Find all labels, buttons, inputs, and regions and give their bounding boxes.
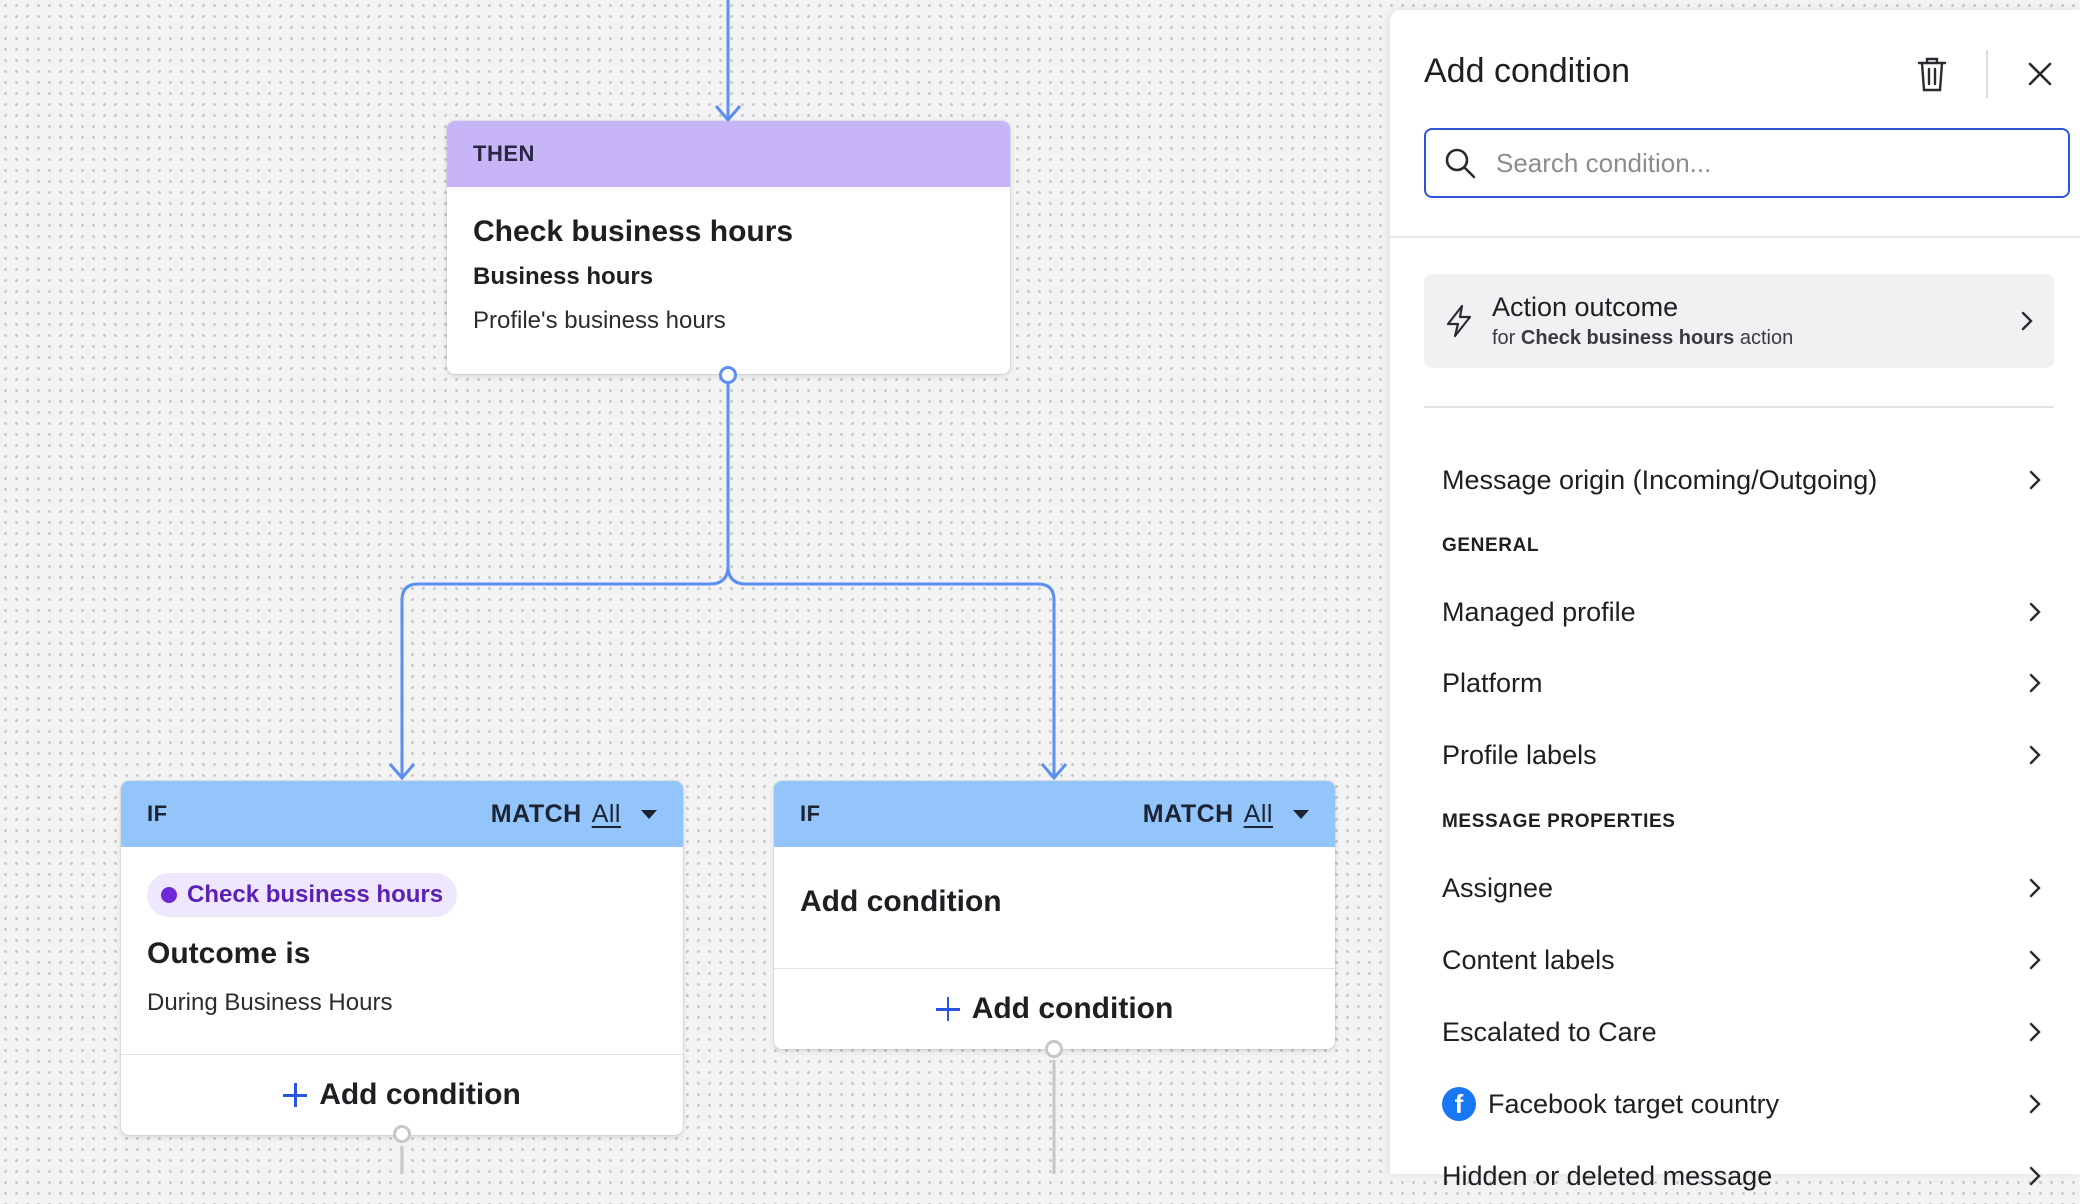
close-icon[interactable]: [2026, 60, 2054, 88]
action-pill: Check business hours: [147, 873, 458, 917]
add-condition-button-left[interactable]: Add condition: [121, 1054, 683, 1135]
caret-down-icon[interactable]: [1293, 809, 1309, 819]
condition-item-profile-labels[interactable]: Profile labels: [1442, 727, 2042, 783]
condition-item-assignee[interactable]: Assignee: [1442, 860, 2042, 916]
condition-item-escalated-to-care[interactable]: Escalated to Care: [1442, 1004, 2042, 1060]
add-condition-button-right[interactable]: Add condition: [774, 968, 1335, 1049]
condition-item-message-origin[interactable]: Message origin (Incoming/Outgoing): [1442, 452, 2042, 508]
match-selector[interactable]: MATCH All: [491, 800, 657, 829]
facebook-icon: f: [1442, 1087, 1476, 1121]
condition-item-platform[interactable]: Platform: [1442, 655, 2042, 711]
search-condition-field[interactable]: [1424, 128, 2070, 198]
if-label: IF: [147, 801, 168, 826]
then-node-output-port[interactable]: [719, 366, 737, 384]
condition-value: During Business Hours: [147, 989, 393, 1016]
action-outcome-subtitle: for Check business hours action: [1492, 327, 1794, 349]
match-value[interactable]: All: [591, 799, 621, 828]
condition-item-facebook-target-country[interactable]: f Facebook target country: [1442, 1076, 2042, 1132]
plus-icon: [935, 997, 960, 1021]
chevron-right-icon: [2029, 1094, 2041, 1114]
match-label: MATCH: [490, 799, 582, 828]
section-title-message-properties: MESSAGE PROPERTIES: [1442, 811, 1676, 832]
chevron-right-icon: [2029, 1166, 2041, 1186]
search-icon: [1445, 148, 1476, 179]
chevron-right-icon: [2029, 470, 2041, 490]
trash-icon[interactable]: [1917, 56, 1947, 92]
chevron-right-icon: [2029, 878, 2041, 898]
caret-down-icon[interactable]: [641, 809, 657, 819]
if-node-right-output-port[interactable]: [1045, 1040, 1063, 1058]
pill-label: Check business hours: [187, 881, 444, 908]
action-outcome-title: Action outcome: [1492, 292, 1679, 322]
chevron-right-icon: [2029, 1022, 2041, 1042]
header-divider: [1986, 50, 1988, 98]
then-node-value: Profile's business hours: [473, 307, 726, 334]
if-node-left[interactable]: IF MATCH All Check business hours Outcom…: [121, 781, 683, 1135]
add-condition-label: Add condition: [971, 992, 1174, 1025]
if-node-left-output-port[interactable]: [393, 1125, 411, 1143]
chevron-right-icon: [2029, 673, 2041, 693]
then-node-subtitle: Business hours: [473, 263, 654, 290]
add-condition-label: Add condition: [319, 1078, 521, 1111]
chevron-right-icon: [2029, 950, 2041, 970]
if-label: IF: [800, 801, 821, 826]
plus-icon: [283, 1083, 308, 1107]
match-selector[interactable]: MATCH All: [1143, 800, 1309, 829]
condition-title: Outcome is: [147, 937, 311, 970]
dot-icon: [161, 887, 177, 903]
if-node-right[interactable]: IF MATCH All Add condition Add condition: [774, 781, 1335, 1049]
chevron-right-icon: [2021, 311, 2033, 331]
chevron-right-icon: [2029, 745, 2041, 765]
section-title-general: GENERAL: [1442, 535, 1540, 556]
match-label: MATCH: [1142, 799, 1234, 828]
search-divider: [1390, 236, 2080, 238]
search-input[interactable]: [1494, 146, 2058, 180]
condition-item-content-labels[interactable]: Content labels: [1442, 932, 2042, 988]
then-node-header: THEN: [447, 121, 1010, 187]
panel-title: Add condition: [1424, 52, 1631, 90]
then-node[interactable]: THEN Check business hours Business hours…: [447, 121, 1010, 374]
outcome-divider: [1424, 406, 2054, 408]
chevron-right-icon: [2029, 602, 2041, 622]
action-outcome-item[interactable]: Action outcome for Check business hours …: [1424, 274, 2054, 368]
condition-item-managed-profile[interactable]: Managed profile: [1442, 584, 2042, 640]
connector-lines: [388, 0, 1068, 1174]
if-node-right-header: IF MATCH All: [774, 781, 1335, 847]
match-value[interactable]: All: [1243, 799, 1273, 828]
add-condition-panel: Add condition Action outcome for Check b…: [1390, 10, 2080, 1191]
empty-condition-title: Add condition: [800, 885, 1002, 918]
if-node-left-header: IF MATCH All: [121, 781, 683, 847]
condition-item-hidden-or-deleted[interactable]: Hidden or deleted message: [1442, 1148, 2042, 1204]
lightning-icon: [1446, 304, 1472, 338]
then-node-title: Check business hours: [473, 215, 794, 248]
workflow-canvas[interactable]: THEN Check business hours Business hours…: [0, 0, 1390, 1174]
